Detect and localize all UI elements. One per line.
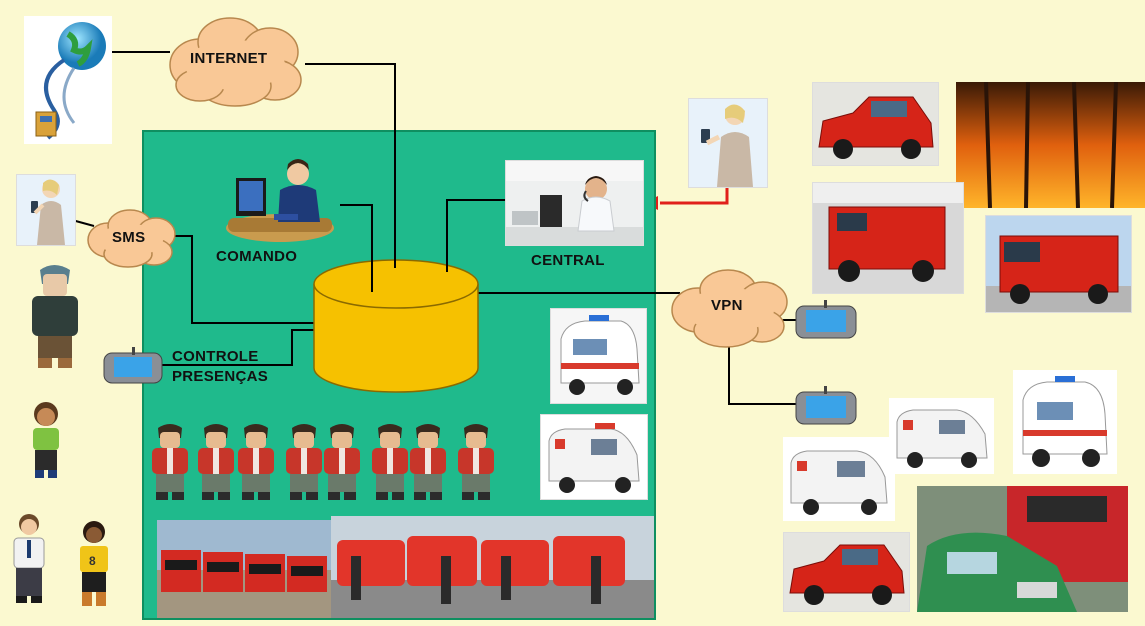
van-ambulance-right-photo [783,437,895,521]
fleet-trucks-photo [157,520,331,618]
vpn-handheld2-link [728,345,800,405]
vpn-label: VPN [711,297,743,314]
firefighter-icon [26,264,84,370]
forest-fire-photo [956,82,1145,208]
firefighters-row [152,424,494,500]
sms-label: SMS [112,229,146,246]
controle-label-line2: PRESENÇAS [172,368,269,385]
internet-label: INTERNET [190,50,268,67]
central-label: CENTRAL [531,252,605,269]
businessman-icon [8,512,50,604]
svg-text:8: 8 [89,554,96,568]
phone-user-right-icon [688,98,768,188]
phone-user-icon [16,174,76,246]
call-center-icon [505,160,644,246]
fleet-ambulances-photo [331,516,654,618]
rugged-handheld-vpn-icon [794,298,858,344]
child-icon [26,400,66,480]
van-ambulance-photo [540,414,648,500]
sms-cloud [87,209,176,268]
operator-desk-icon [218,156,336,250]
vpn-cloud [671,269,788,348]
athlete-icon: 8 [74,520,114,608]
rugged-handheld-field-icon [794,384,858,430]
ambulance-photo [550,308,647,404]
car-crash-photo [917,486,1128,612]
alert-link [660,187,729,205]
comando-label: COMANDO [216,248,298,265]
globe-network-icon [24,16,112,144]
fire-pickup-photo [812,82,939,166]
fire-engine-photo [812,182,964,294]
rugged-handheld-icon [102,345,164,389]
fire-pickup-bottom-photo [783,532,910,612]
ambulance-white-photo [889,398,994,474]
database-icon [313,259,479,393]
fire-truck-photo [985,215,1132,313]
ambulance-right-photo [1013,370,1117,474]
internet-cloud [169,17,302,107]
controle-label-line1: CONTROLE [172,348,259,365]
